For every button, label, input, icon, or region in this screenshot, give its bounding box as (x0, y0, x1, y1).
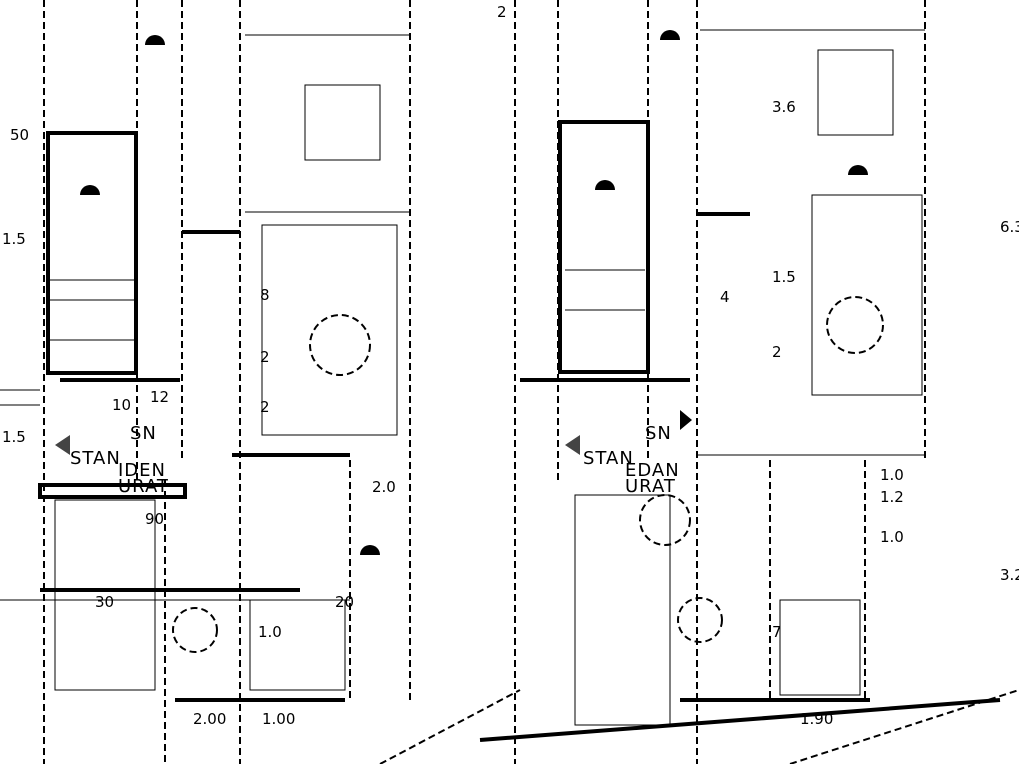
room-label: SN (645, 423, 672, 444)
dimension-label: 2 (260, 348, 270, 366)
dimension-label: 30 (95, 593, 115, 611)
dimension-label: 6.3 (1000, 218, 1019, 236)
dimension-label: 8 (260, 286, 270, 304)
dimension-label: 2 (260, 398, 270, 416)
left-plan (0, 0, 411, 764)
room-label: STAN (583, 448, 634, 469)
dimension-label: 2.00 (193, 710, 227, 728)
dimension-label: 2 (497, 3, 507, 21)
room-label: STAN (70, 448, 121, 469)
room-label: URAT (625, 476, 676, 497)
dimension-label: 10 (112, 396, 132, 414)
dimension-label: 3.2 (1000, 566, 1019, 584)
dimension-label: 1.5 (772, 268, 796, 286)
dimension-label: 12 (150, 388, 170, 406)
dimension-label: 7 (772, 623, 782, 641)
dimension-label: 1.90 (800, 710, 834, 728)
room-label: URAT (118, 476, 169, 497)
dimension-label: 4 (720, 288, 730, 306)
dimension-label: 20 (335, 593, 355, 611)
dimension-label: 1.0 (880, 528, 904, 546)
right-plan (379, 0, 1019, 764)
dimension-label: 1.00 (262, 710, 296, 728)
room-label: IDEN (118, 460, 167, 481)
dimension-label: 90 (145, 510, 165, 528)
dimension-label: 2 (772, 343, 782, 361)
dimension-label: 1.0 (258, 623, 282, 641)
room-label: EDAN (625, 460, 680, 481)
dimension-label: 1.5 (2, 428, 26, 446)
dimension-label: 1.0 (880, 466, 904, 484)
dimension-label: 1.5 (2, 230, 26, 248)
dimension-label: 3.6 (772, 98, 796, 116)
room-label: SN (130, 423, 157, 444)
dimension-label: 50 (10, 126, 30, 144)
dimension-label: 2.0 (372, 478, 396, 496)
dimension-label: 1.2 (880, 488, 904, 506)
